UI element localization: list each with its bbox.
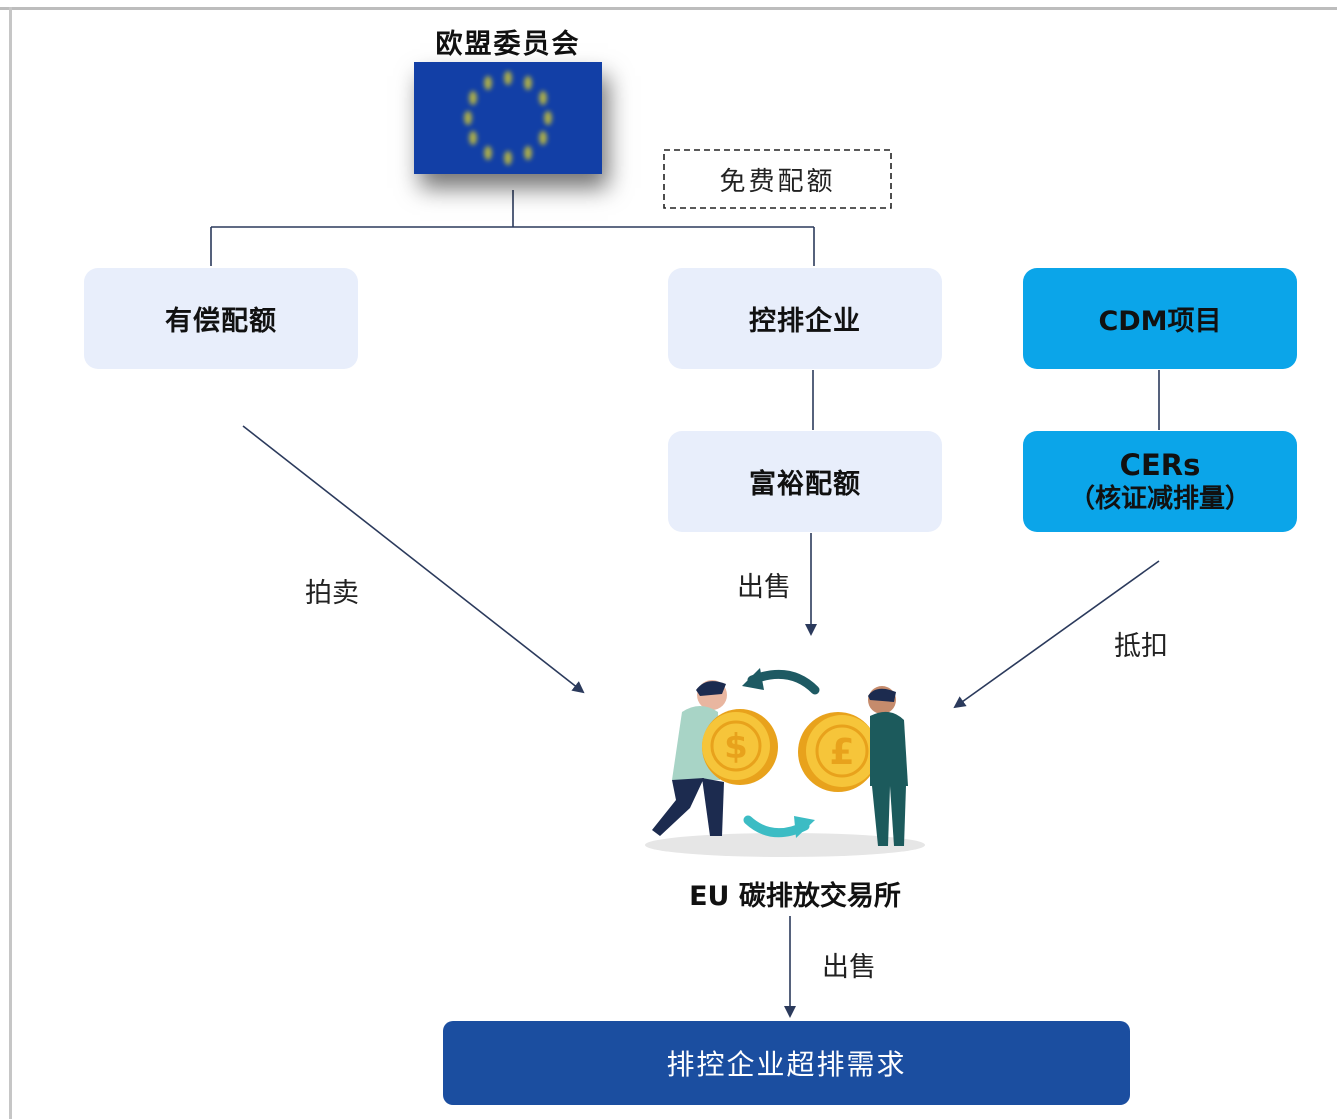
flag-star-icon bbox=[469, 91, 478, 105]
flag-star-icon bbox=[538, 131, 547, 145]
demand-box: 排控企业超排需求 bbox=[443, 1021, 1130, 1105]
flag-star-icon bbox=[504, 151, 512, 165]
flag-star-icon bbox=[484, 76, 492, 91]
svg-text:£: £ bbox=[829, 732, 854, 773]
sell-label-2: 出售 bbox=[822, 952, 876, 983]
auction-label: 拍卖 bbox=[305, 578, 359, 609]
paid-allowance-label: 有偿配额 bbox=[165, 306, 277, 337]
surplus-allowance-label: 富裕配额 bbox=[749, 469, 861, 500]
auction-arrow bbox=[242, 425, 585, 694]
free-allowance-label: 免费配额 bbox=[719, 167, 836, 197]
svg-text:$: $ bbox=[724, 727, 748, 767]
flag-star-icon bbox=[464, 111, 472, 125]
flag-star-icon bbox=[469, 131, 478, 145]
cdm-project-label: CDM项目 bbox=[1098, 306, 1222, 337]
flag-star-icon bbox=[538, 91, 547, 105]
controlled-enterprise-box: 控排企业 bbox=[668, 268, 942, 369]
exchange-label: EU 碳排放交易所 bbox=[689, 881, 901, 912]
flag-star-icon bbox=[524, 145, 532, 160]
offset-label: 抵扣 bbox=[1114, 631, 1168, 662]
frame-left-border bbox=[9, 7, 12, 1119]
cers-label: CERs bbox=[1119, 447, 1201, 482]
flag-star-icon bbox=[504, 71, 512, 85]
controlled-enterprise-label: 控排企业 bbox=[749, 306, 861, 337]
free-allowance-dashed-box bbox=[663, 149, 892, 209]
paid-allowance-box: 有偿配额 bbox=[84, 268, 358, 369]
sell-label-1: 出售 bbox=[737, 572, 791, 603]
commission-title: 欧盟委员会 bbox=[435, 29, 581, 60]
cdm-project-box: CDM项目 bbox=[1023, 268, 1297, 369]
cers-box: CERs （核证减排量） bbox=[1023, 431, 1297, 532]
surplus-allowance-box: 富裕配额 bbox=[668, 431, 942, 532]
flag-star-icon bbox=[524, 76, 532, 91]
demand-label: 排控企业超排需求 bbox=[666, 1048, 907, 1081]
flag-star-icon bbox=[484, 145, 492, 160]
flag-star-icon bbox=[544, 111, 552, 125]
offset-arrow bbox=[953, 560, 1160, 709]
cers-sublabel: （核证减排量） bbox=[1068, 483, 1251, 514]
frame-top-border bbox=[0, 7, 1337, 10]
eu-flag-icon bbox=[414, 62, 602, 174]
